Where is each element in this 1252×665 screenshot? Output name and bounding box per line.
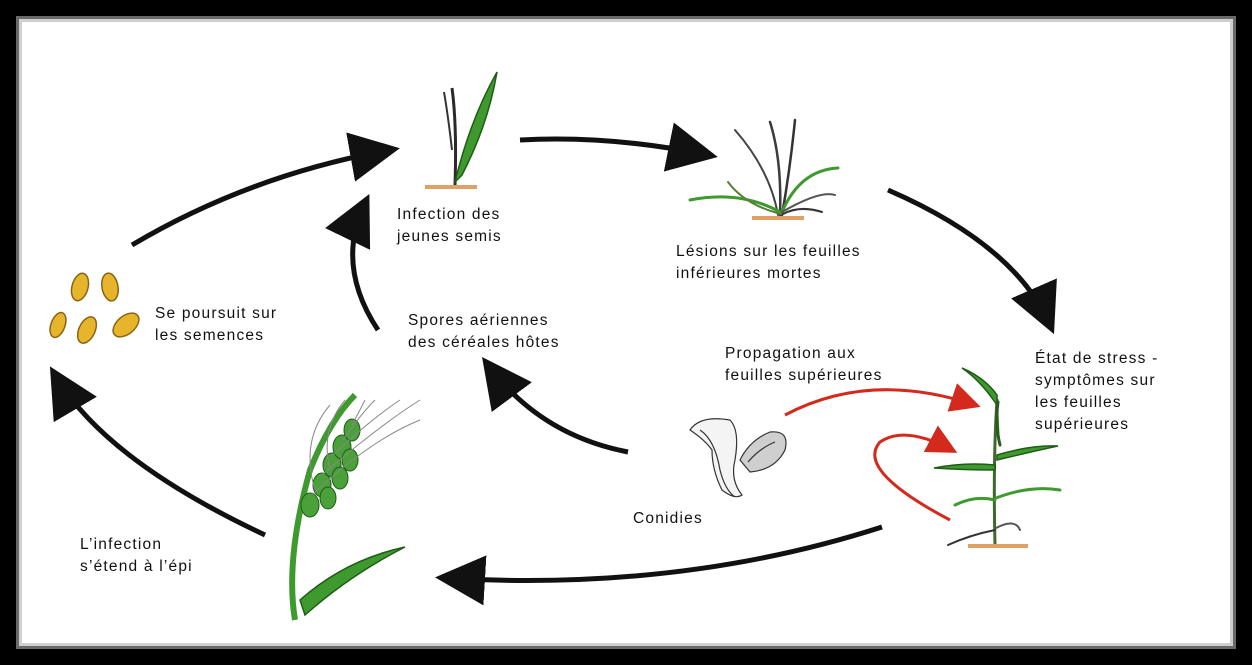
arrow-airborne-to-seedling xyxy=(353,203,378,330)
arrow-stress-to-ear xyxy=(445,527,882,580)
conidia-illustration xyxy=(690,419,786,497)
red-arrow-lower xyxy=(875,435,952,520)
seeds-illustration xyxy=(47,271,143,346)
lower-leaves-plant-illustration xyxy=(690,120,838,220)
arrow-ear-to-seeds xyxy=(55,375,265,535)
arrow-conidia-to-airborne xyxy=(488,365,628,452)
seedling-illustration xyxy=(425,72,497,189)
wheat-ear-illustration xyxy=(292,395,420,620)
label-ear-infection: L’infection s’étend à l’épi xyxy=(80,534,193,578)
label-airborne-spores: Spores aériennes des céréales hôtes xyxy=(408,310,560,354)
label-seedling-infection: Infection des jeunes semis xyxy=(397,204,502,248)
arrow-seeds-to-seedling xyxy=(132,150,390,245)
label-propagation: Propagation aux feuilles supérieures xyxy=(725,343,883,387)
arrow-seedling-to-lower-leaves xyxy=(520,139,708,155)
arrow-lower-leaves-to-stress xyxy=(888,190,1050,325)
red-arrow-upper xyxy=(785,390,975,415)
label-stress-symptoms: État de stress - symptômes sur les feuil… xyxy=(1035,348,1158,436)
label-conidia: Conidies xyxy=(633,508,703,530)
label-lower-leaves-lesions: Lésions sur les feuilles inférieures mor… xyxy=(676,241,861,285)
label-seeds: Se poursuit sur les semences xyxy=(155,303,277,347)
